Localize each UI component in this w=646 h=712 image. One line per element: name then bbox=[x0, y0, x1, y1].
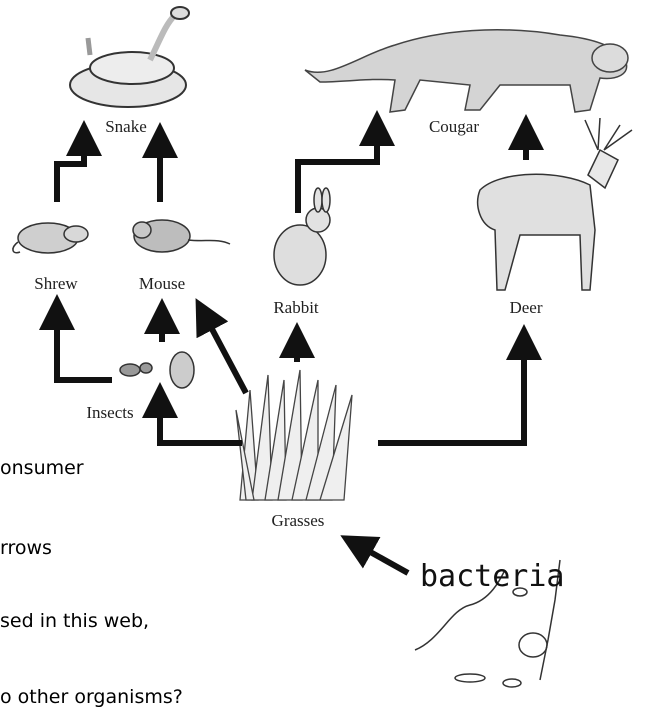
label-deer: Deer bbox=[509, 298, 542, 317]
label-rabbit: Rabbit bbox=[273, 298, 319, 317]
label-mouse: Mouse bbox=[139, 274, 185, 293]
snake-illustration bbox=[70, 7, 189, 107]
label-shrew: Shrew bbox=[34, 274, 78, 293]
arrow-rabbit-to-cougar bbox=[298, 128, 377, 213]
side-text-line-3: sed in this web, bbox=[0, 610, 149, 632]
label-cougar: Cougar bbox=[429, 117, 479, 136]
label-snake: Snake bbox=[105, 117, 147, 136]
arrow-insects-to-shrew bbox=[57, 312, 112, 380]
side-text-line-2: rrows bbox=[0, 537, 52, 559]
label-insects: Insects bbox=[86, 403, 133, 422]
side-text-line-4: o other organisms? bbox=[0, 686, 183, 708]
cougar-illustration bbox=[305, 30, 628, 112]
grasses-illustration bbox=[236, 370, 352, 500]
shrew-illustration bbox=[13, 223, 88, 253]
arrow-grasses-to-deer bbox=[378, 342, 524, 443]
mouse-illustration bbox=[133, 220, 230, 252]
side-text-line-1: onsumer bbox=[0, 457, 84, 479]
arrow-shrew-to-snake bbox=[57, 138, 84, 202]
arrow-grasses-to-mouse bbox=[204, 314, 246, 393]
label-bacteria: bacteria bbox=[420, 559, 565, 594]
arrow-grasses-to-insects bbox=[160, 400, 242, 443]
deer-illustration bbox=[478, 118, 632, 290]
food-web-arrows bbox=[57, 128, 526, 573]
label-grasses: Grasses bbox=[272, 511, 325, 530]
arrow-bacteria-to-grasses bbox=[356, 544, 408, 573]
insects-illustration bbox=[120, 352, 194, 388]
rabbit-illustration bbox=[274, 188, 330, 285]
